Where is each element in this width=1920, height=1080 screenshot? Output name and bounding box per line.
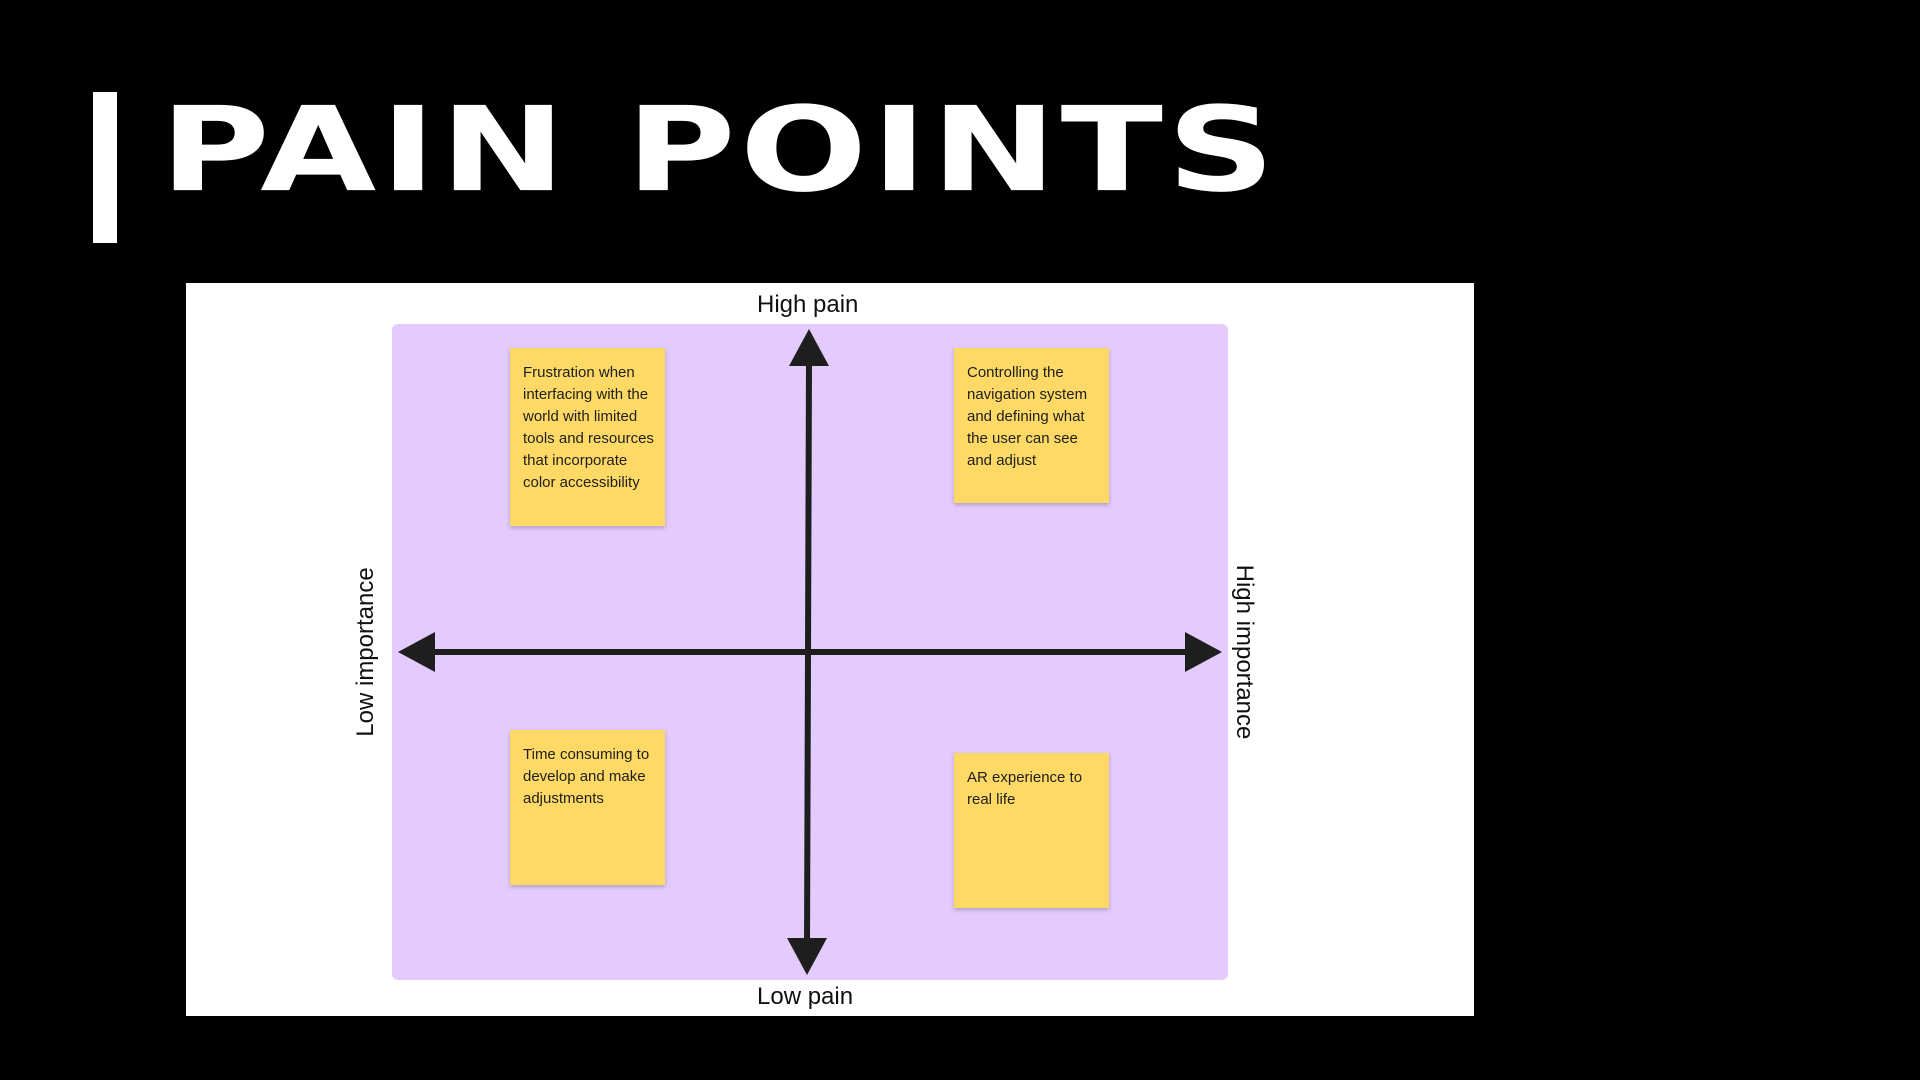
sticky-note-bottom-left[interactable]: Time consuming to develop and make adjus… [510,730,665,885]
arrow-up-icon [789,329,829,366]
arrow-left-icon [398,632,435,672]
slide-title: Pain Points [160,82,1279,219]
sticky-note-top-left[interactable]: Frustration when interfacing with the wo… [510,348,665,526]
sticky-note-bottom-right[interactable]: AR experience to real life [954,753,1109,908]
axis-label-high-importance: High importance [1231,564,1258,740]
arrow-right-icon [1185,632,1222,672]
matrix-axes [398,329,1222,975]
sticky-note-top-right[interactable]: Controlling the navigation system and de… [954,348,1109,503]
diagram-board: High pain Low pain Low importance High i… [186,283,1474,1016]
axis-label-low-importance: Low importance [352,567,379,737]
axis-label-high-pain: High pain [757,291,859,318]
axis-label-low-pain: Low pain [757,983,854,1010]
title-accent-bar [93,92,117,243]
arrow-down-icon [787,938,827,975]
